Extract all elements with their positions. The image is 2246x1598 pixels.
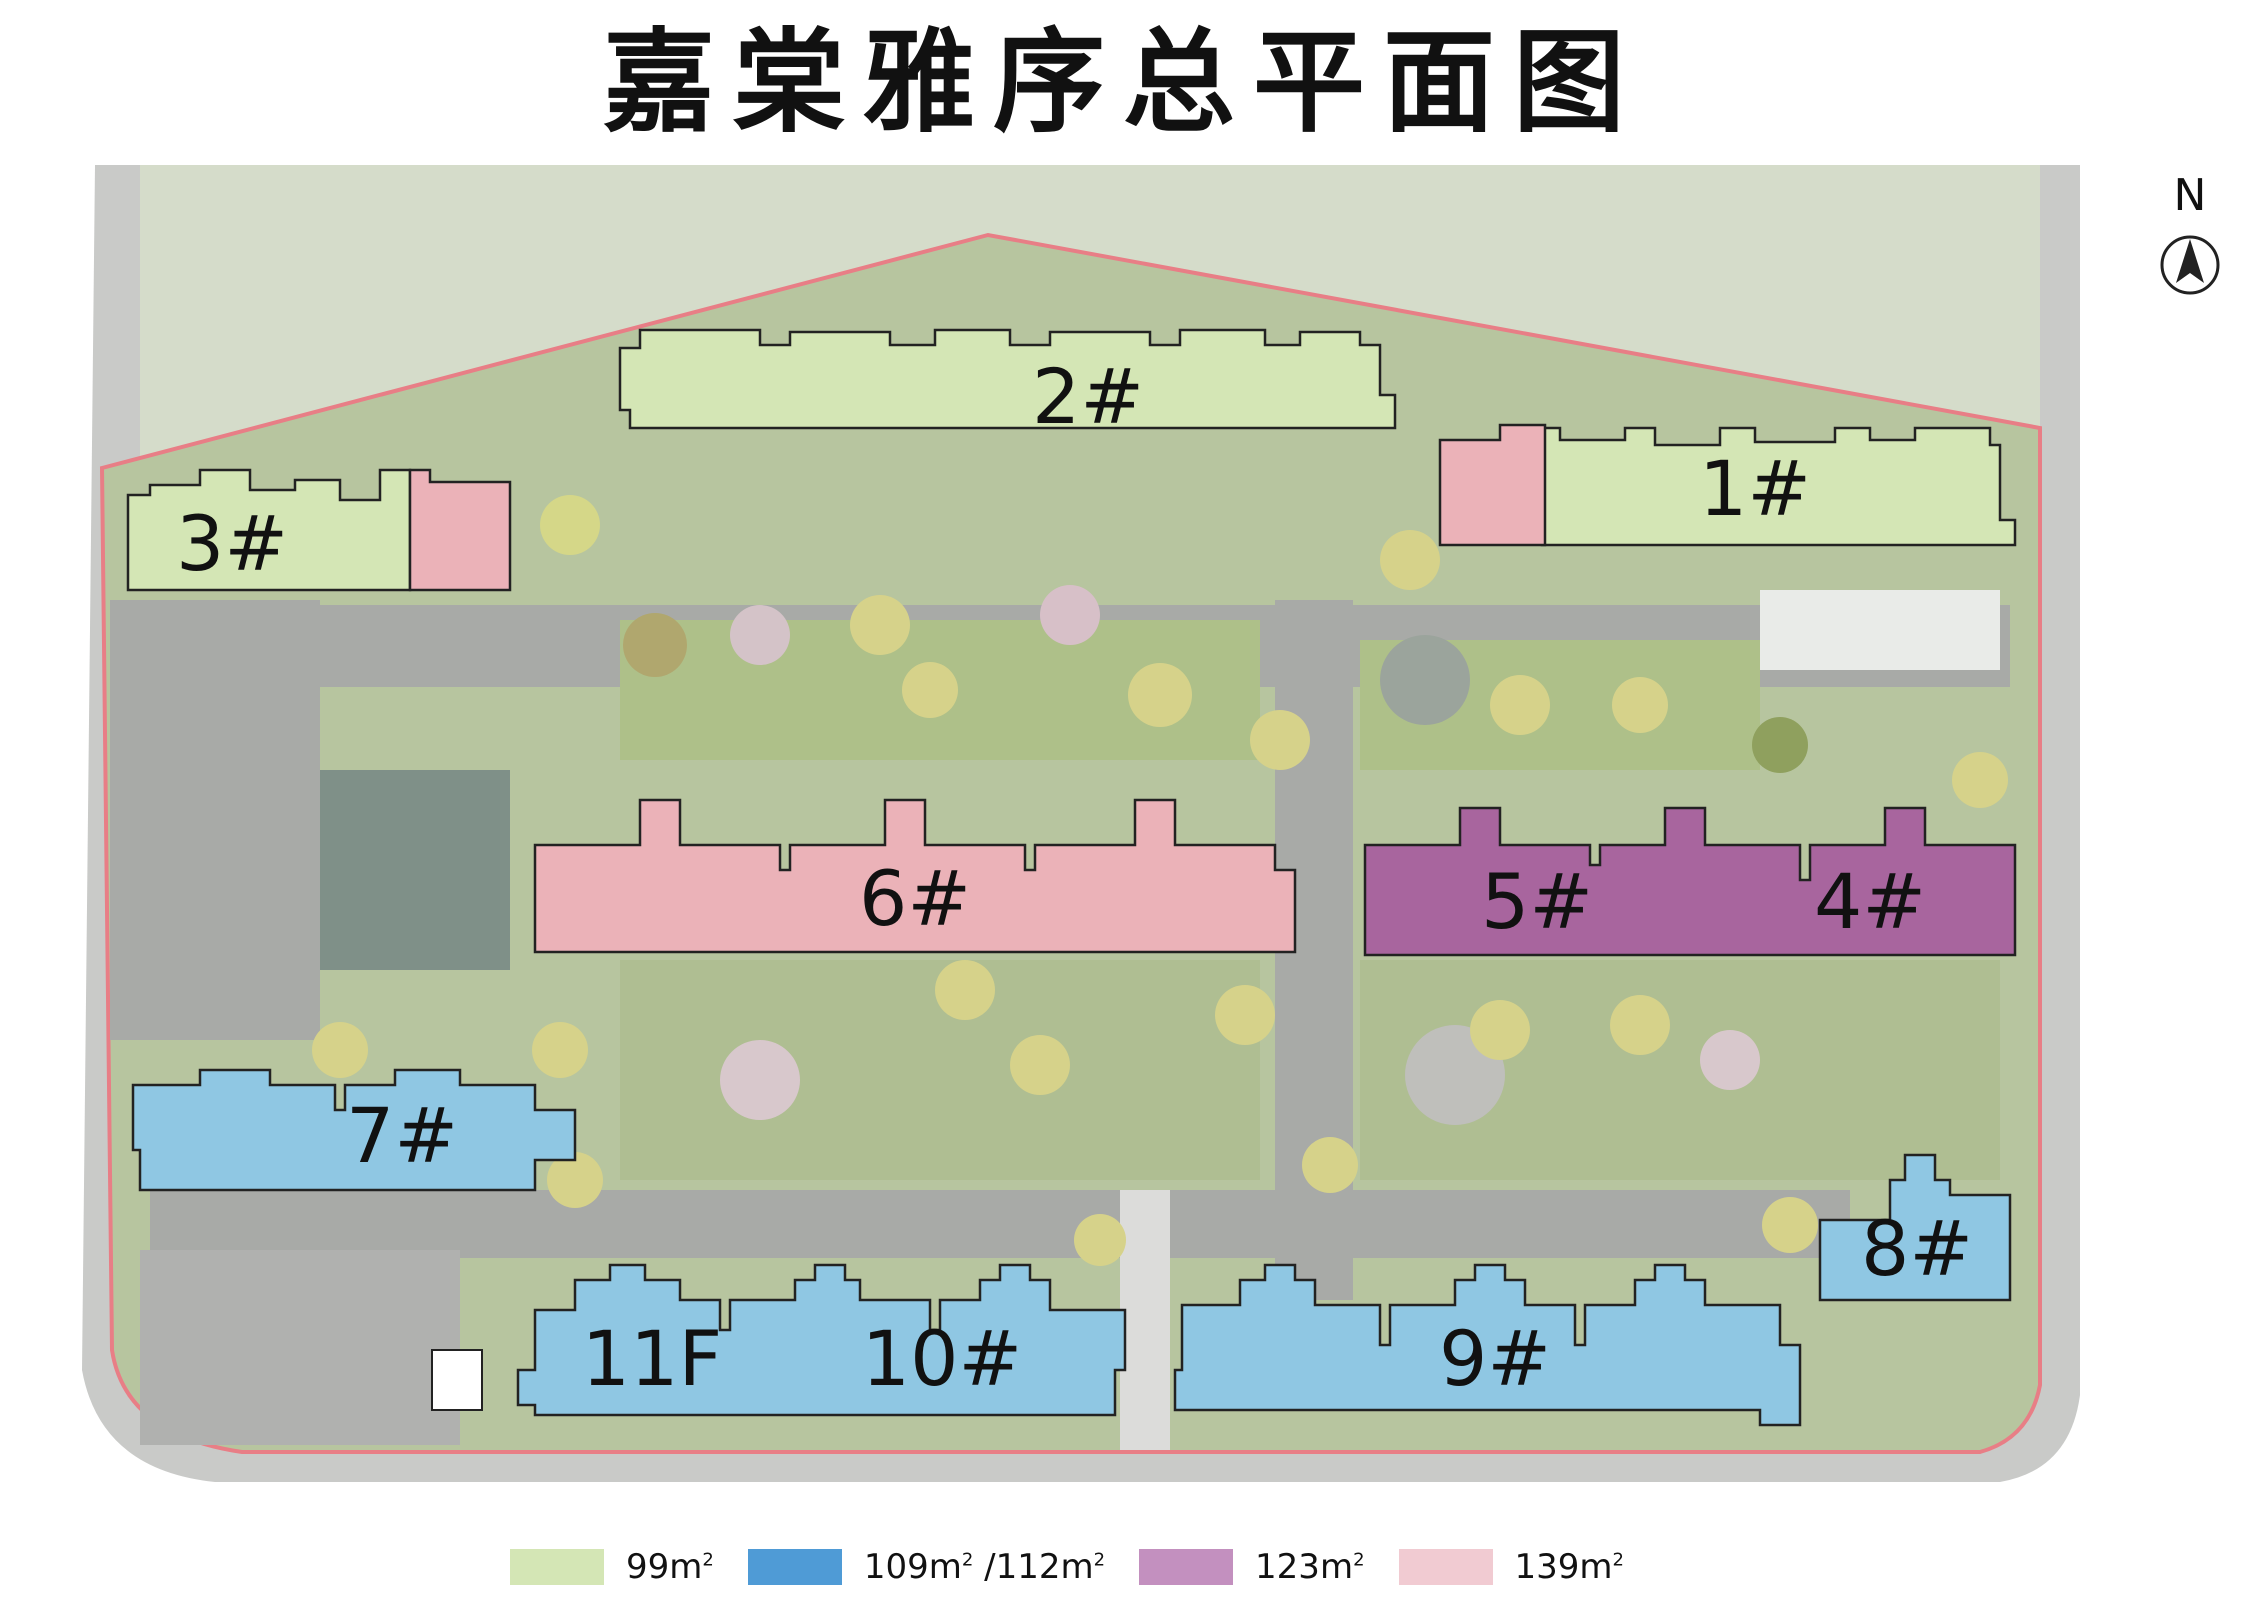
north-arrow-icon: [2160, 235, 2220, 295]
legend-swatch-109-112: [747, 1549, 842, 1585]
legend-item-109-112: 109m2 /112m2: [747, 1547, 1106, 1587]
building-6[interactable]: 6#: [533, 798, 1297, 954]
site-boundary-line: [99, 232, 2042, 1454]
legend-item-99: 99m2: [510, 1547, 714, 1587]
legend-label-123: 123m2: [1255, 1547, 1365, 1587]
legend-label-109-112: 109m2 /112m2: [863, 1547, 1106, 1587]
legend-label-139: 139m2: [1514, 1547, 1624, 1587]
legend-swatch-139: [1398, 1549, 1493, 1585]
legend-swatch-123: [1139, 1549, 1234, 1585]
building-8[interactable]: 8#: [1818, 1153, 2012, 1302]
compass: N: [2150, 170, 2230, 300]
building-8-label: 8#: [1861, 1204, 1973, 1293]
building-9-label: 9#: [1439, 1314, 1551, 1403]
building-9[interactable]: 9#: [1173, 1263, 1802, 1427]
building-11f-10[interactable]: 11F 10#: [516, 1263, 1127, 1417]
building-1-label: 1#: [1699, 444, 1811, 533]
building-7[interactable]: 7#: [131, 1068, 577, 1192]
building-3[interactable]: 3#: [126, 468, 512, 592]
page-title: 嘉棠雅序总平面图: [603, 17, 1643, 148]
building-5-label: 5#: [1481, 857, 1593, 946]
building-1[interactable]: 1#: [1438, 423, 2017, 547]
building-11f-label: 11F: [582, 1314, 722, 1403]
area-legend: 99m2 109m2 /112m2 123m2 139m2: [510, 1546, 1658, 1588]
building-3-label: 3#: [176, 499, 288, 588]
building-5-4[interactable]: 5# 4#: [1363, 806, 2017, 957]
legend-item-139: 139m2: [1398, 1547, 1624, 1587]
tree-canopy: [312, 495, 2008, 1266]
building-4-label: 4#: [1814, 857, 1926, 946]
legend-label-99: 99m2: [626, 1547, 714, 1587]
service-building: [431, 1349, 483, 1411]
compass-north-label: N: [2173, 170, 2207, 221]
building-10-label: 10#: [862, 1314, 1022, 1403]
legend-item-123: 123m2: [1139, 1547, 1365, 1587]
building-7-label: 7#: [346, 1091, 458, 1180]
building-6-label: 6#: [859, 854, 971, 943]
building-2[interactable]: 2#: [618, 328, 1397, 441]
legend-swatch-99: [510, 1549, 604, 1585]
building-2-label: 2#: [1032, 352, 1144, 441]
